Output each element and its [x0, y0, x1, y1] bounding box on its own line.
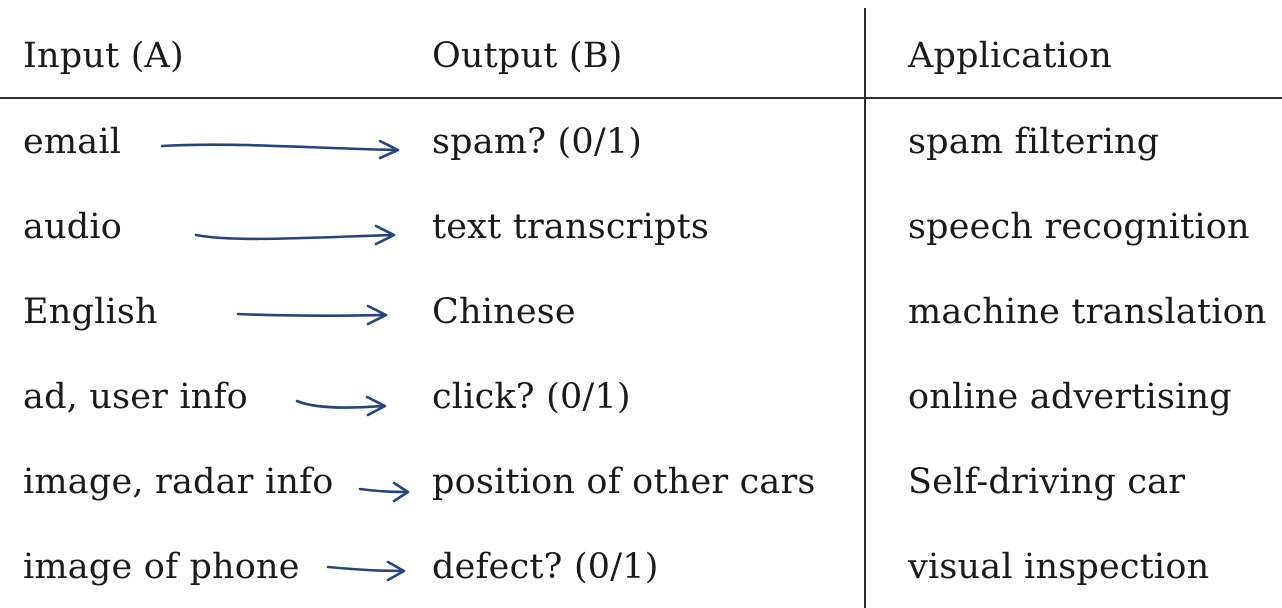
arrow-icon — [194, 224, 396, 246]
row-application: machine translation — [908, 292, 1267, 332]
row-input: audio — [23, 207, 123, 247]
arrow-icon — [358, 481, 410, 503]
header-divider — [0, 97, 1282, 99]
row-output: text transcripts — [432, 207, 710, 247]
arrow-icon — [160, 139, 400, 160]
row-application: online advertising — [908, 377, 1232, 417]
row-input: image of phone — [23, 547, 300, 587]
row-application: spam filtering — [908, 122, 1160, 162]
row-output: defect? (0/1) — [432, 547, 659, 587]
row-input: ad, user info — [23, 377, 248, 417]
row-application: speech recognition — [908, 207, 1250, 247]
arrow-icon — [236, 304, 388, 326]
header-output: Output (B) — [432, 36, 623, 76]
arrow-icon — [326, 560, 406, 582]
row-output: click? (0/1) — [432, 377, 631, 417]
header-application: Application — [908, 36, 1113, 76]
row-output: spam? (0/1) — [432, 122, 643, 162]
row-output: position of other cars — [432, 462, 816, 502]
row-input: English — [23, 292, 158, 332]
arrow-icon — [295, 395, 387, 417]
row-input: email — [23, 122, 122, 162]
header-input: Input (A) — [23, 36, 184, 76]
row-application: Self-driving car — [908, 462, 1186, 502]
row-output: Chinese — [432, 292, 576, 332]
column-divider — [864, 8, 866, 608]
row-input: image, radar info — [23, 462, 334, 502]
row-application: visual inspection — [908, 547, 1210, 587]
